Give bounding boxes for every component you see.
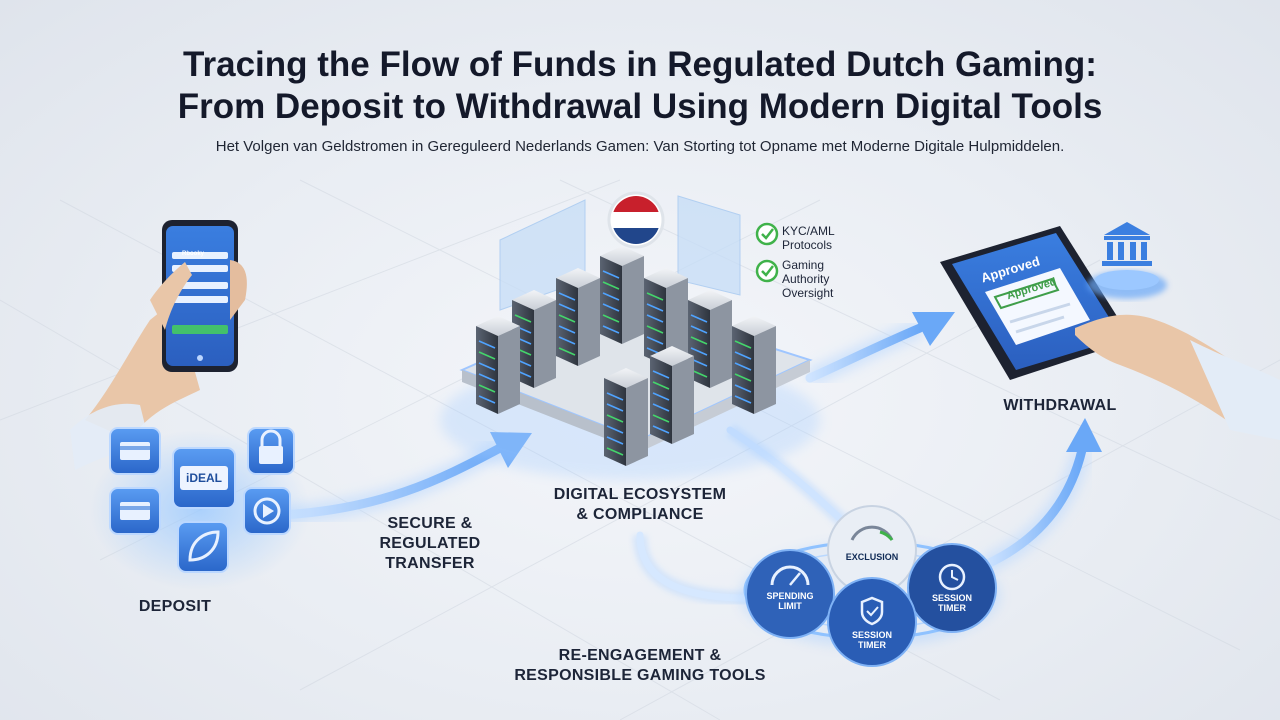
compliance-kyc: KYC/AML Protocols — [782, 224, 835, 252]
server-rack — [604, 368, 648, 466]
play-icon — [253, 497, 281, 525]
page-subtitle: Het Volgen van Geldstromen in Gereguleer… — [215, 138, 1065, 155]
ecosystem-label: DIGITAL ECOSYSTEM & COMPLIANCE — [553, 486, 727, 523]
leaf-icon — [188, 530, 220, 562]
tablet-illustration — [940, 226, 1280, 440]
spending-limit-dial — [745, 549, 835, 639]
server-rack — [556, 268, 600, 366]
server-rack — [688, 290, 732, 388]
approval-card — [985, 268, 1090, 345]
server-cluster — [440, 191, 820, 480]
dutch-flag-icon — [607, 191, 665, 249]
session-timer-dial-bottom — [827, 577, 917, 667]
spending-limit-label: SPENDING LIMIT — [766, 591, 814, 611]
check-icon-authority — [755, 259, 779, 283]
phone-submit-button — [172, 325, 228, 334]
shield-icon — [860, 596, 884, 626]
arrow-head-withdrawal — [912, 312, 955, 346]
check-icon-kyc — [755, 222, 779, 246]
server-rack — [476, 316, 520, 414]
session-timer-label-bottom: SESSION TIMER — [851, 630, 892, 650]
title-line-1: Tracing the Flow of Funds in Regulated D… — [183, 45, 1097, 84]
phone-app-name: Rbooky — [182, 251, 205, 257]
credit-card-icon-2 — [120, 502, 150, 520]
ideal-badge — [180, 466, 228, 490]
deposit-label: DEPOSIT — [138, 598, 212, 615]
credit-card-icon — [120, 442, 150, 460]
server-rack — [600, 246, 644, 344]
server-rack — [650, 346, 694, 444]
lock-icon — [260, 429, 282, 446]
payment-methods — [90, 427, 310, 590]
exclusion-label: EXCLUSION — [845, 552, 899, 562]
page-title: Tracing the Flow of Funds in Regulated D… — [0, 44, 1280, 128]
responsible-tools-platform — [740, 505, 1000, 667]
arrow-head-return — [1066, 418, 1102, 452]
server-rack — [732, 316, 776, 414]
hologram-panel-right — [677, 195, 741, 296]
transfer-label: SECURE & REGULATED TRANSFER — [379, 515, 481, 572]
compliance-checks — [755, 222, 779, 283]
phone-illustration — [70, 220, 247, 470]
withdrawal-label: WITHDRAWAL — [1003, 397, 1117, 414]
leaf-tile — [177, 521, 229, 573]
clock-icon — [938, 563, 966, 591]
session-timer-label-right: SESSION TIMER — [931, 593, 972, 613]
compliance-authority: Gaming Authority Oversight — [782, 258, 834, 300]
ideal-label: iDEAL — [186, 471, 222, 485]
approved-stamp — [993, 277, 1060, 310]
title-line-2: From Deposit to Withdrawal Using Modern … — [177, 87, 1103, 126]
responsible-gaming-label: RE-ENGAGEMENT & RESPONSIBLE GAMING TOOLS — [514, 647, 766, 684]
bank-icon — [1087, 222, 1167, 299]
speedometer-icon — [770, 565, 810, 586]
